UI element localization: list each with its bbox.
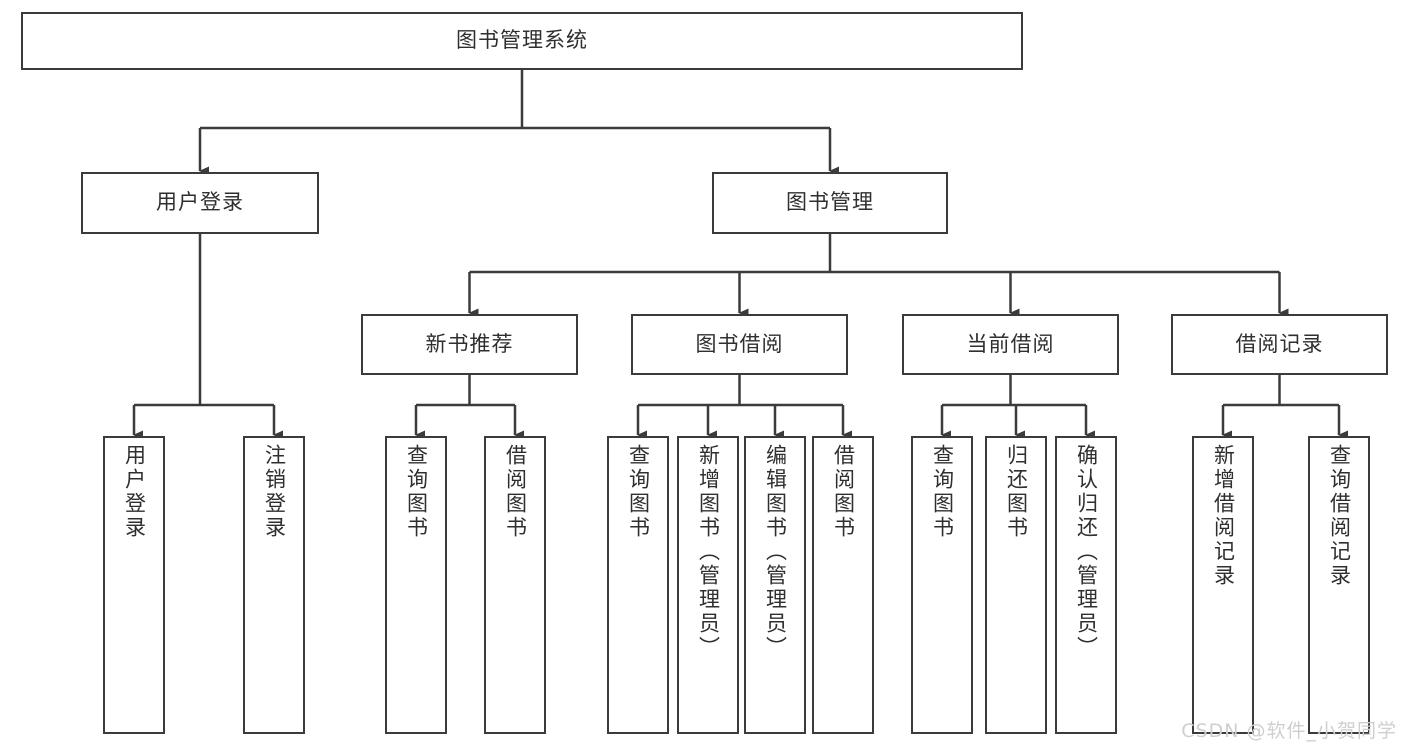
node-label: 新增借阅记录 (1211, 444, 1236, 588)
node-login[interactable]: 用户登录 (81, 172, 319, 234)
node-label: 归还图书 (1004, 444, 1029, 540)
node-root[interactable]: 图书管理系统 (21, 12, 1023, 70)
node-leaf5[interactable]: 查询图书 (607, 436, 669, 734)
node-leaf9[interactable]: 查询图书 (911, 436, 973, 734)
node-leaf8[interactable]: 借阅图书 (812, 436, 874, 734)
node-borrow[interactable]: 图书借阅 (631, 314, 848, 375)
node-bookmgmt[interactable]: 图书管理 (712, 172, 948, 234)
node-label: 图书借阅 (695, 331, 784, 356)
node-label: 查询图书 (930, 444, 955, 540)
node-label: 借阅图书 (831, 444, 856, 540)
node-label: 用户登录 (122, 444, 147, 540)
node-records[interactable]: 借阅记录 (1171, 314, 1388, 375)
node-leaf4[interactable]: 借阅图书 (484, 436, 546, 734)
node-label: 当前借阅 (966, 331, 1055, 356)
node-label: 查询图书 (404, 444, 429, 540)
node-label: 新增图书（管理员） (696, 444, 721, 660)
node-leaf12[interactable]: 新增借阅记录 (1192, 436, 1254, 734)
node-leaf10[interactable]: 归还图书 (985, 436, 1047, 734)
node-label: 查询图书 (626, 444, 651, 540)
node-label: 新书推荐 (425, 331, 514, 356)
node-label: 注销登录 (262, 444, 287, 540)
node-label: 借阅图书 (503, 444, 528, 540)
node-label: 图书管理系统 (456, 28, 588, 53)
node-label: 编辑图书（管理员） (763, 444, 788, 660)
node-leaf2[interactable]: 注销登录 (243, 436, 305, 734)
node-newbook[interactable]: 新书推荐 (361, 314, 578, 375)
node-current[interactable]: 当前借阅 (902, 314, 1119, 375)
node-label: 用户登录 (156, 190, 244, 215)
node-leaf3[interactable]: 查询图书 (385, 436, 447, 734)
node-leaf6[interactable]: 新增图书（管理员） (677, 436, 739, 734)
node-label: 确认归还（管理员） (1074, 444, 1099, 660)
node-leaf13[interactable]: 查询借阅记录 (1308, 436, 1370, 734)
node-label: 查询借阅记录 (1327, 444, 1352, 588)
node-leaf7[interactable]: 编辑图书（管理员） (744, 436, 806, 734)
node-label: 借阅记录 (1235, 331, 1324, 356)
node-leaf1[interactable]: 用户登录 (103, 436, 165, 734)
node-label: 图书管理 (786, 190, 874, 215)
node-leaf11[interactable]: 确认归还（管理员） (1055, 436, 1117, 734)
